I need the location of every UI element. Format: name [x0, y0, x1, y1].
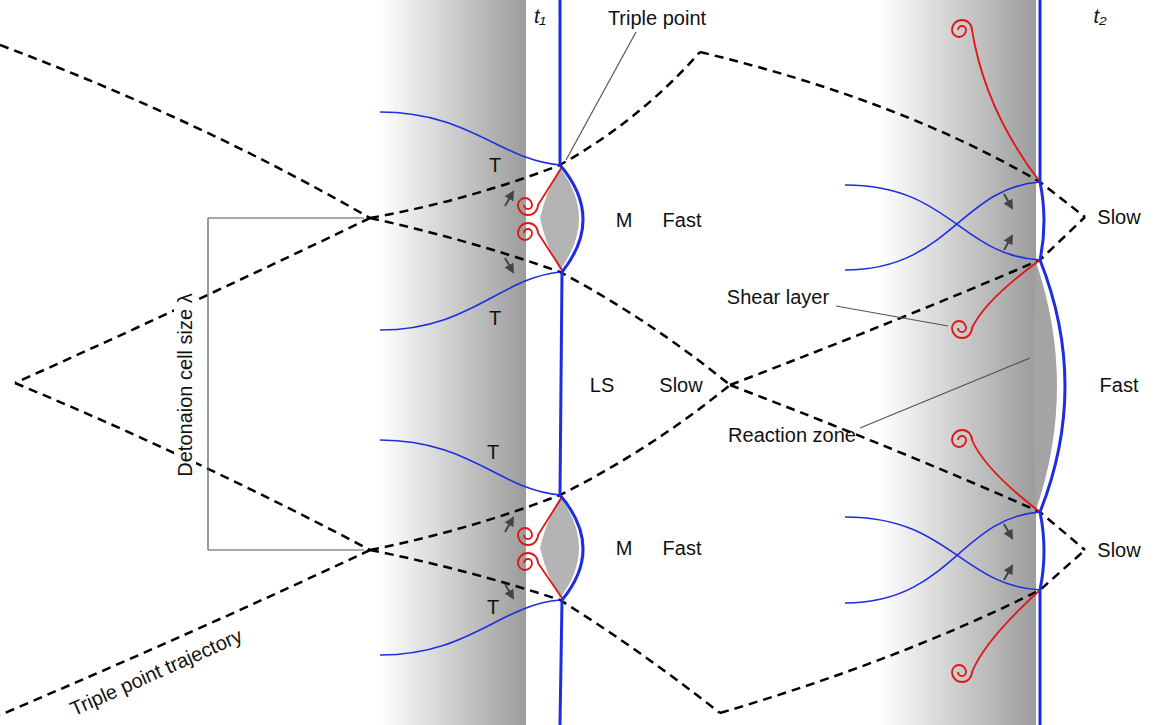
transverse-wave	[380, 112, 1040, 655]
speed-label: Fast	[663, 209, 702, 231]
wave-label: LS	[590, 374, 614, 396]
speed-label: Fast	[663, 537, 702, 559]
time-label: t₂	[1093, 5, 1106, 27]
reaction-band	[380, 0, 526, 725]
speed-label: Slow	[659, 374, 702, 396]
speed-label: Slow	[1097, 539, 1140, 561]
shock-front	[560, 0, 1065, 725]
wave-label: T	[487, 441, 499, 463]
time-label: t₁	[534, 5, 546, 27]
direction-arrow	[505, 192, 1012, 598]
wave-label: M	[616, 537, 633, 559]
callout-label: Shear layer	[727, 286, 829, 308]
cell-size-bracket	[208, 218, 364, 550]
callout-label: Reaction zone	[728, 424, 856, 446]
speed-label: Fast	[1100, 374, 1139, 396]
callout-label: Triple point	[608, 7, 706, 29]
wave-label: T	[489, 307, 501, 329]
leader-line	[566, 32, 1030, 428]
wave-label: T	[487, 596, 499, 618]
wave-label: M	[616, 209, 633, 231]
dimension-label: Detonaion cell size λ	[174, 290, 196, 479]
shear-layer	[518, 20, 1040, 682]
wave-label: T	[489, 154, 501, 176]
callout-label: Triple point trajectory	[64, 623, 248, 721]
speed-label: Slow	[1097, 206, 1140, 228]
triple-point-trajectory	[0, 45, 1085, 715]
